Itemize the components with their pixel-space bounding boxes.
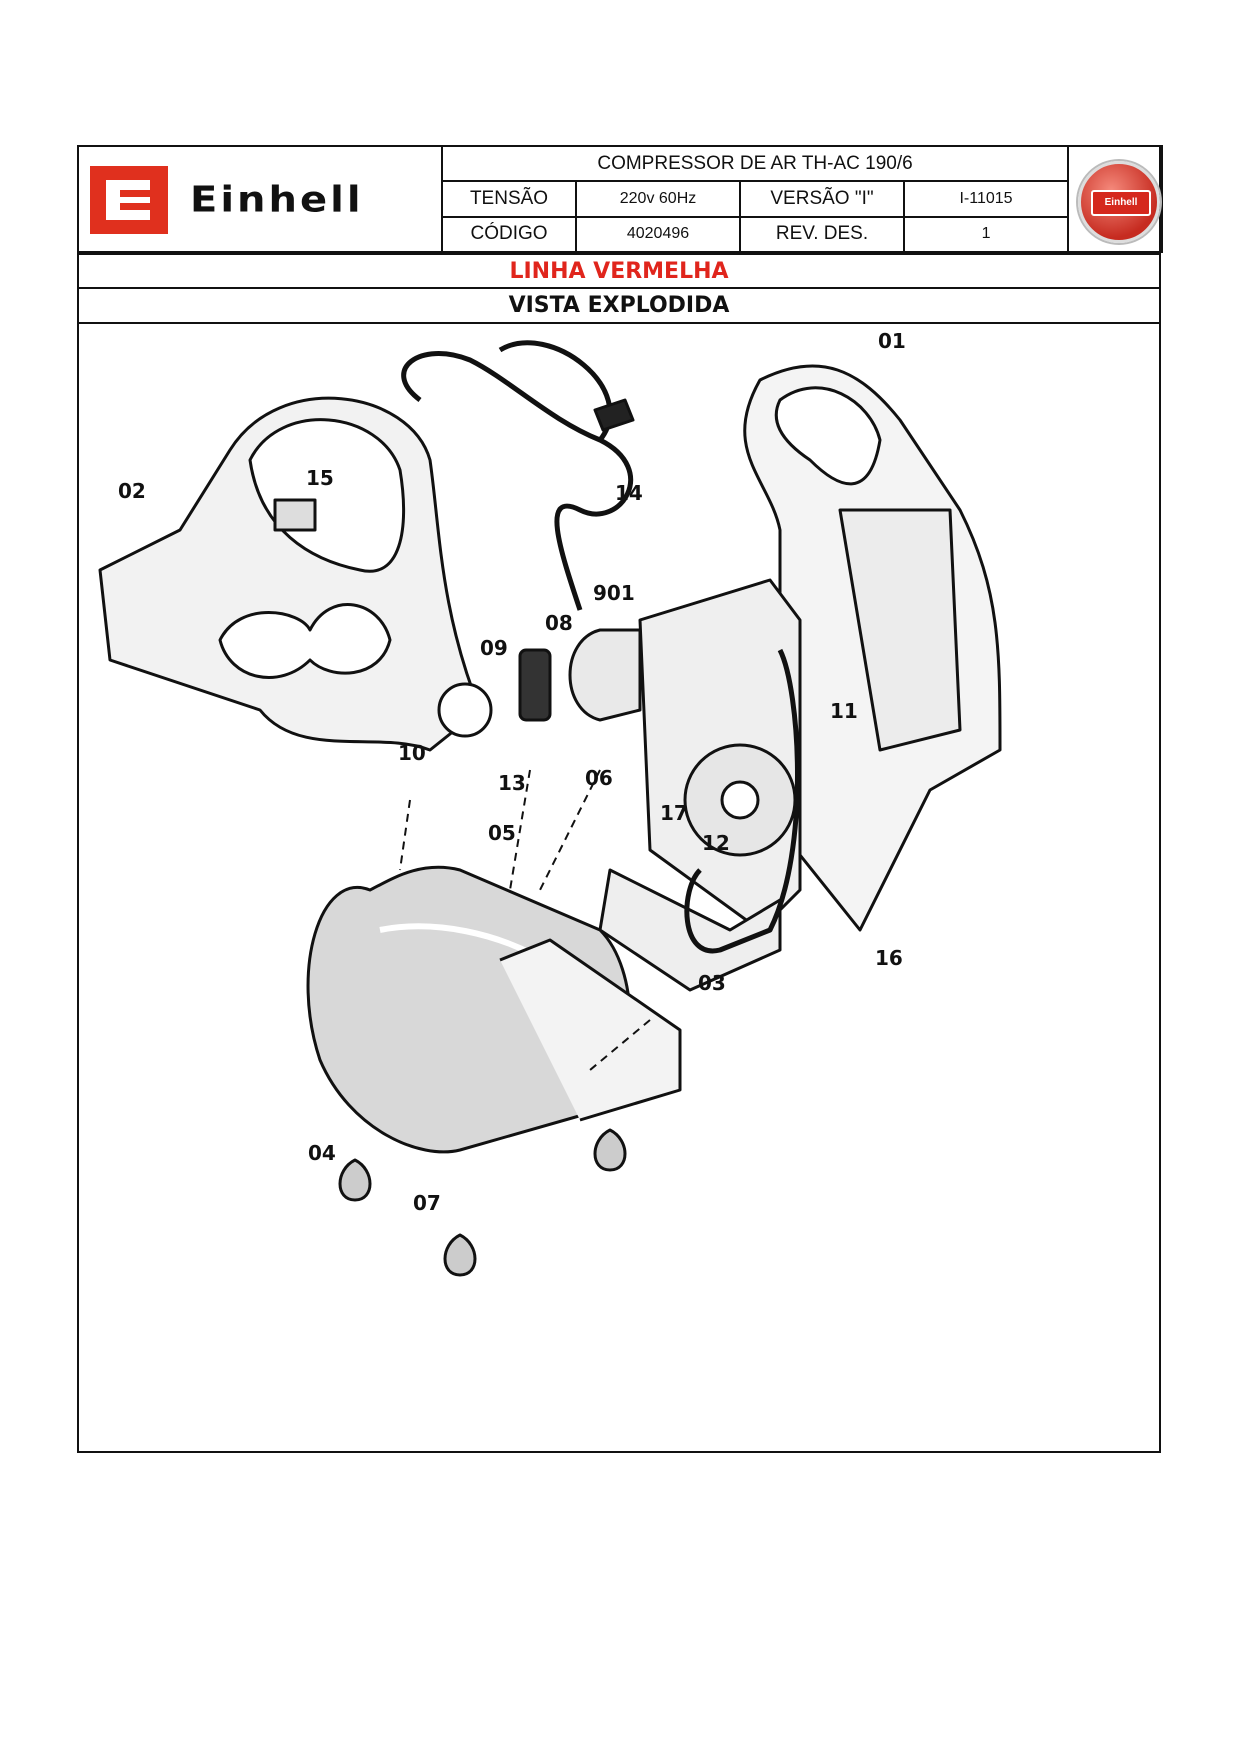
part-label: 13 [498, 771, 526, 795]
tank-base [499, 938, 682, 1122]
voltage-value: 220v 60Hz [575, 180, 741, 218]
air-tank [306, 865, 632, 1154]
einhell-logo-mark-icon [90, 166, 168, 234]
part-label: 15 [306, 466, 334, 490]
voltage-label: TENSÃO [441, 180, 577, 218]
revision-label: REV. DES. [739, 215, 905, 254]
part-label: 16 [875, 946, 903, 970]
part-label: 06 [585, 766, 613, 790]
part-label: 02 [118, 479, 146, 503]
part-label: 04 [308, 1141, 336, 1165]
logo-cell: Einhell [77, 145, 443, 253]
logo-wordmark: Einhell [190, 179, 364, 221]
pressure-gauge-icon [437, 682, 493, 738]
exploded-view-svg: 01 02 03 04 05 06 07 08 09 10 11 12 13 1… [98, 329, 1002, 1277]
seal-cell: Einhell [1067, 145, 1164, 253]
part-label: 01 [878, 330, 906, 353]
part-label: 07 [413, 1191, 441, 1215]
authorized-service-seal-icon: Einhell [1078, 161, 1161, 243]
document-title: COMPRESSOR DE AR TH-AC 190/6 [440, 144, 1070, 183]
code-value: 4020496 [575, 215, 741, 254]
regulator-icon [518, 648, 552, 722]
view-title: VISTA EXPLODIDA [77, 289, 1161, 324]
exploded-view-drawing: 01 02 03 04 05 06 07 08 09 10 11 12 13 1… [80, 329, 1158, 1450]
part-label: 12 [702, 831, 730, 855]
code-label: CÓDIGO [441, 215, 577, 254]
switch-icon [273, 498, 317, 532]
part-label: 05 [488, 821, 516, 845]
part-labels: 01 02 03 04 05 06 07 08 09 10 11 12 13 1… [118, 329, 906, 1215]
part-label: 14 [615, 481, 643, 505]
product-line: LINHA VERMELHA [77, 253, 1161, 289]
power-cord [401, 340, 634, 611]
version-label: VERSÃO "I" [739, 180, 905, 218]
einhell-logo: Einhell [90, 166, 364, 234]
part-label: 10 [398, 741, 426, 765]
foot-icon [338, 1158, 372, 1202]
part-label: 11 [830, 699, 858, 723]
part-label: 03 [698, 971, 726, 995]
seal-logo: Einhell [1091, 190, 1152, 216]
revision-value: 1 [902, 215, 1070, 254]
part-label: 901 [593, 581, 635, 605]
version-value: I-11015 [902, 180, 1070, 218]
part-label: 08 [545, 611, 573, 635]
cord-plug-icon [593, 398, 635, 432]
pressure-pipe [684, 648, 800, 954]
part-label: 17 [660, 801, 688, 825]
header-table: Einhell COMPRESSOR DE AR TH-AC 190/6 Ein… [77, 144, 1164, 254]
part-label: 09 [480, 636, 508, 660]
